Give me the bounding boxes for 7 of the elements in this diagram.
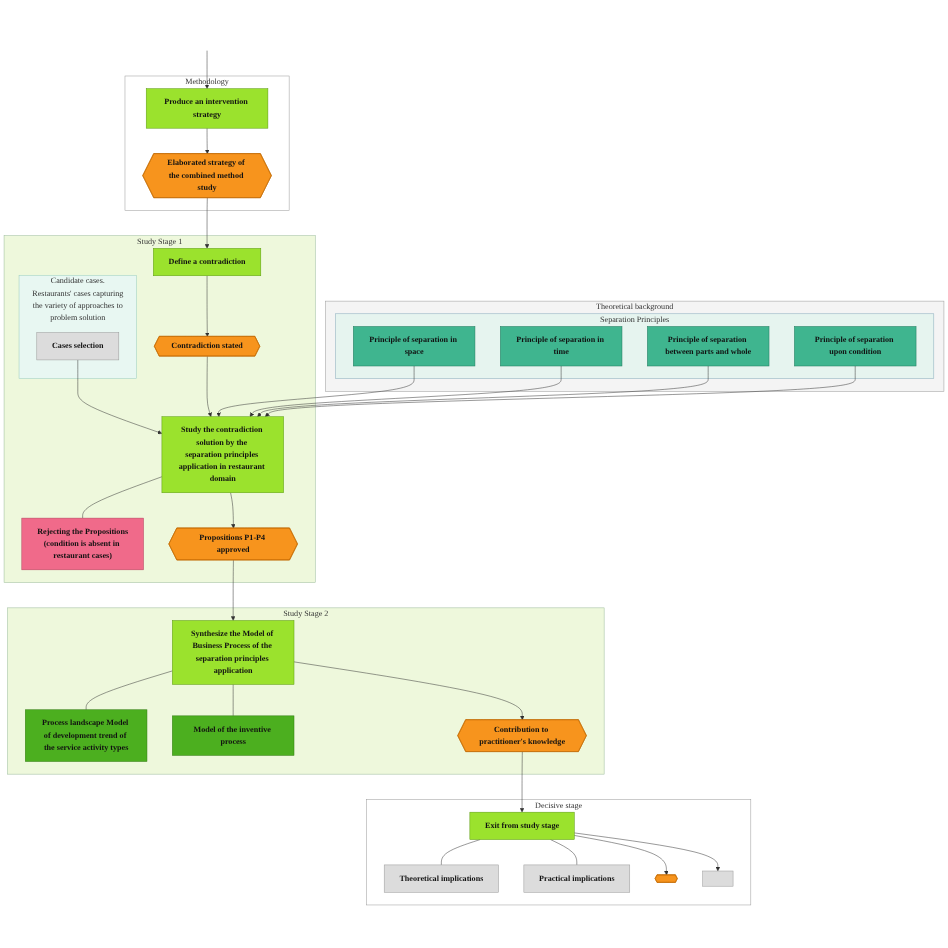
connector-line [441, 839, 481, 866]
process-box [702, 870, 734, 887]
connector-line [232, 684, 234, 717]
hexagon-box [654, 874, 678, 883]
connector-line [85, 670, 173, 710]
connector-line [550, 839, 578, 866]
connector-line [82, 476, 163, 519]
